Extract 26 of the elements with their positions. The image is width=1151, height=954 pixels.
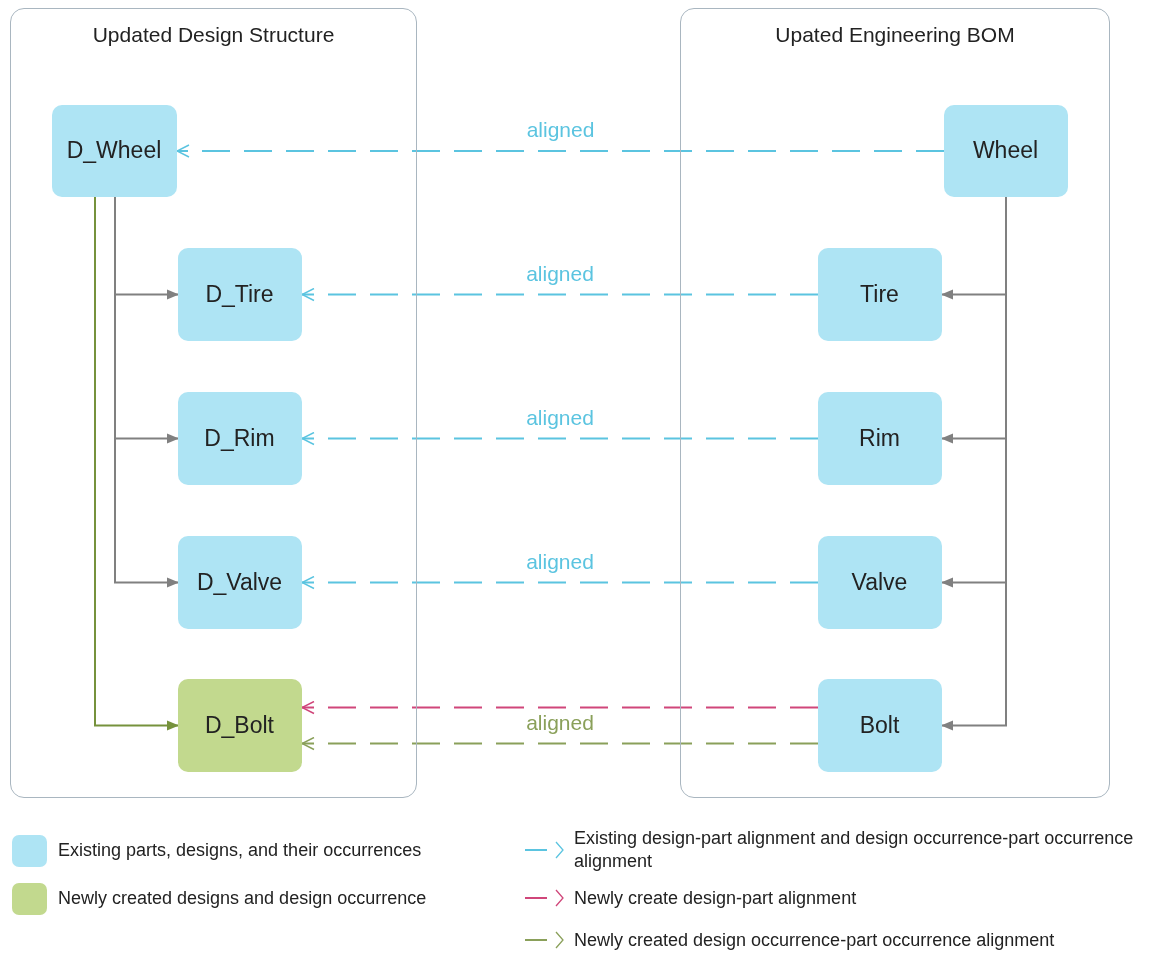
arrow [301,575,819,590]
arrow [301,700,819,715]
group-heading: Updated Design Structure [91,23,336,47]
arrow [176,144,945,158]
part-box: D_Valve [177,535,302,629]
legend-text: Newly created designs and design occurrence [58,887,427,910]
legend-text: Existing parts, designs, and their occurrences [58,839,422,862]
part-box: Bolt [817,678,942,772]
part-box: Wheel [943,104,1068,197]
arrow [301,736,819,751]
group-container [10,8,417,798]
part-box: Rim [817,391,942,485]
arrow [301,431,819,446]
part-box: Tire [817,247,942,341]
legend-text: Newly create design-part alignment [574,887,858,910]
legend-text: Existing design-part alignment and design occurrence-part occurrence alignment [574,827,1134,872]
arrow [301,287,819,302]
part-box: D_Wheel [51,104,177,197]
part-box: D_Rim [177,391,302,485]
group-container [680,8,1110,798]
arrow [94,196,179,731]
part-box: D_Bolt [177,678,302,772]
legend-text: Newly created design occurrence-part occurrence alignment [574,929,1056,952]
group-heading: Upated Engineering BOM [774,23,1016,47]
part-box: D_Tire [177,247,302,341]
part-box: Valve [817,535,942,629]
